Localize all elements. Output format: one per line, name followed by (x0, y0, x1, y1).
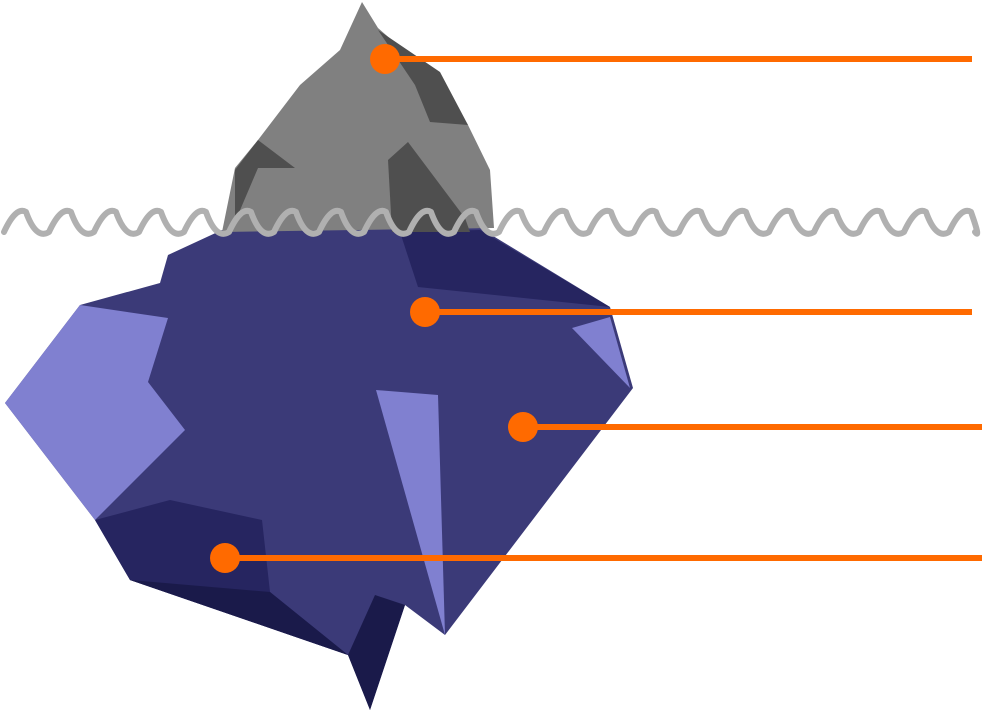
callout-dot-upper (410, 297, 440, 327)
callout-dot-tip (370, 44, 400, 74)
callout-upper-submerged (410, 297, 972, 327)
iceberg-underwater (5, 228, 633, 710)
iceberg-tip-shade-left (235, 140, 295, 222)
callout-deep-submerged (210, 543, 982, 573)
iceberg-tip-shade-center (388, 142, 470, 232)
water-line (1, 208, 981, 237)
iceberg-facet-light-sliver (376, 390, 445, 635)
iceberg-facet-dark-top (400, 230, 610, 307)
callout-dot-deep (210, 543, 240, 573)
iceberg-tip-shade-right (378, 30, 468, 125)
callout-middle-submerged (508, 412, 982, 442)
callout-tip (370, 44, 972, 74)
callout-dot-middle (508, 412, 538, 442)
iceberg-facet-darkest-edge (130, 580, 348, 655)
iceberg-facet-light-left (5, 305, 185, 520)
iceberg-tip (222, 2, 494, 232)
iceberg-facet-darkest-tail (348, 595, 405, 710)
iceberg-facet-light-right (572, 317, 630, 388)
